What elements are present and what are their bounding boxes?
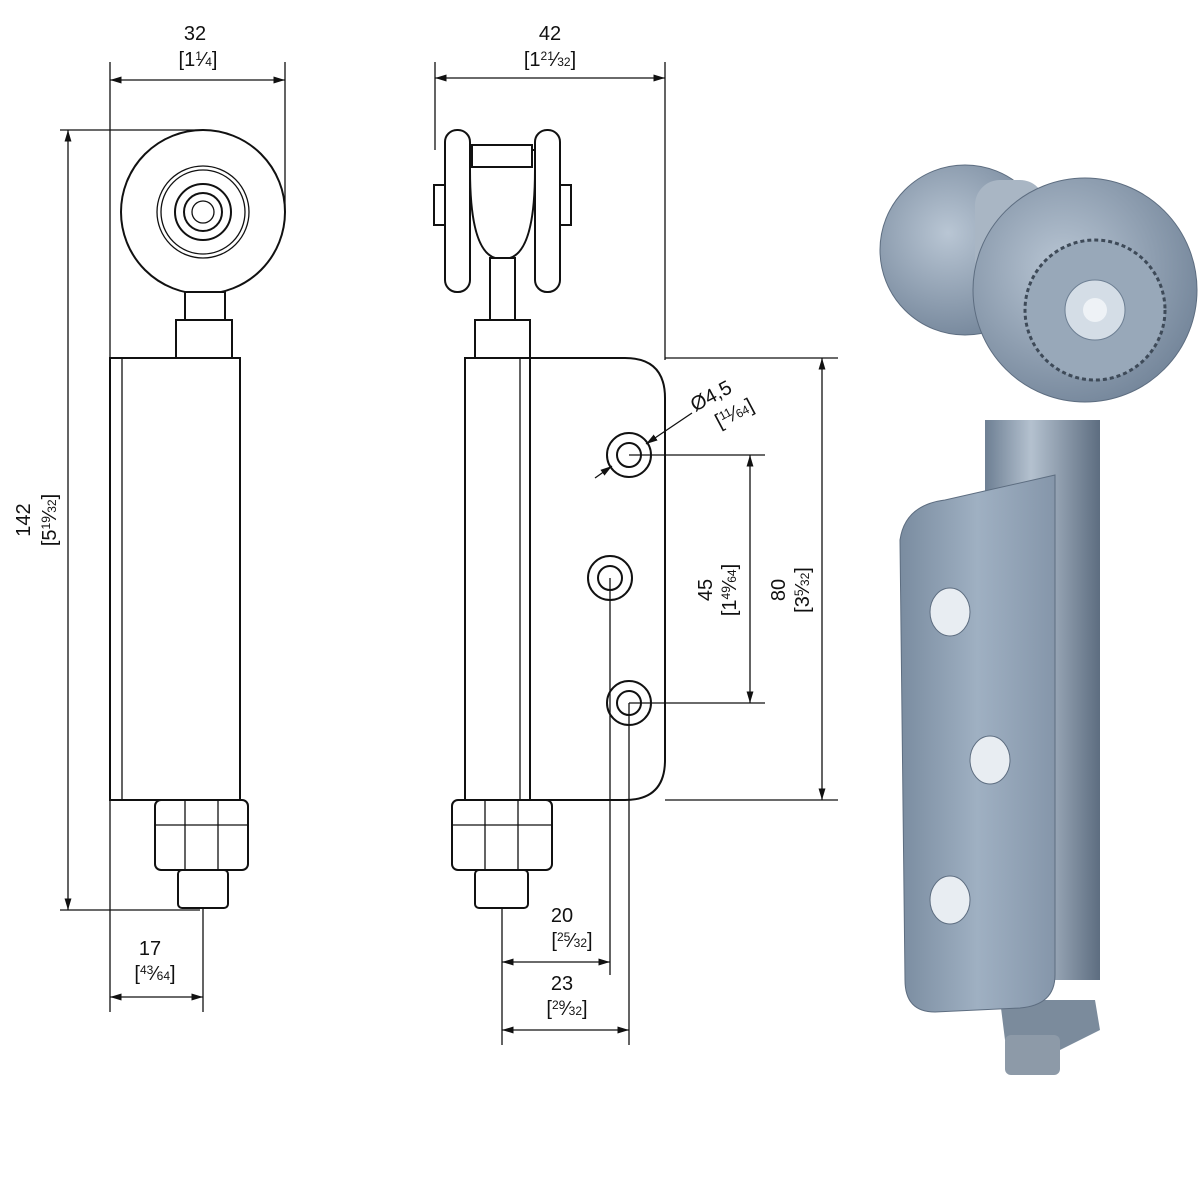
dim-bolt-offset-inch: [43⁄64] <box>134 963 175 985</box>
wheel-outline <box>120 129 286 295</box>
dim-hole-offset-outer-inch: [29⁄32] <box>546 998 587 1020</box>
product-render <box>879 164 1198 1075</box>
bolt <box>177 869 229 909</box>
dim-plate-height-inch: [35⁄32] <box>792 567 814 613</box>
dim-hole-offset-outer-mm: 23 <box>551 973 573 995</box>
dim-total-height-mm: 142 <box>13 503 35 536</box>
dim-side-width-mm: 42 <box>539 23 561 45</box>
wheel-left <box>444 129 471 293</box>
hex-nut-side <box>451 799 553 871</box>
dim-bolt-offset-mm: 17 <box>139 938 161 960</box>
side-view: 42 [121⁄32] 80 [35⁄32] 45 [149⁄64] Ø4,5 … <box>433 23 838 1045</box>
hex-nut <box>154 799 249 871</box>
dim-plate-height-mm: 80 <box>768 579 790 601</box>
dim-hole-spacing-mm: 45 <box>695 579 717 601</box>
body-profile <box>109 357 241 801</box>
dim-total-height-inch: [519⁄32] <box>39 494 61 546</box>
dim-hole-offset-middle-mm: 20 <box>551 905 573 927</box>
dim-front-width-inch: [11⁄4] <box>179 49 218 71</box>
dim-hole-spacing-inch: [149⁄64] <box>719 564 741 616</box>
dim-front-width-mm: 32 <box>184 23 206 45</box>
dim-hole-offset-middle-inch: [25⁄32] <box>551 930 592 952</box>
render-bolt <box>1005 1035 1060 1075</box>
dim-side-width-inch: [121⁄32] <box>524 49 576 71</box>
front-view: 32 [11⁄4] 142 [519⁄32] 17 [43⁄64] <box>13 23 286 1012</box>
wheel-right <box>534 129 561 293</box>
